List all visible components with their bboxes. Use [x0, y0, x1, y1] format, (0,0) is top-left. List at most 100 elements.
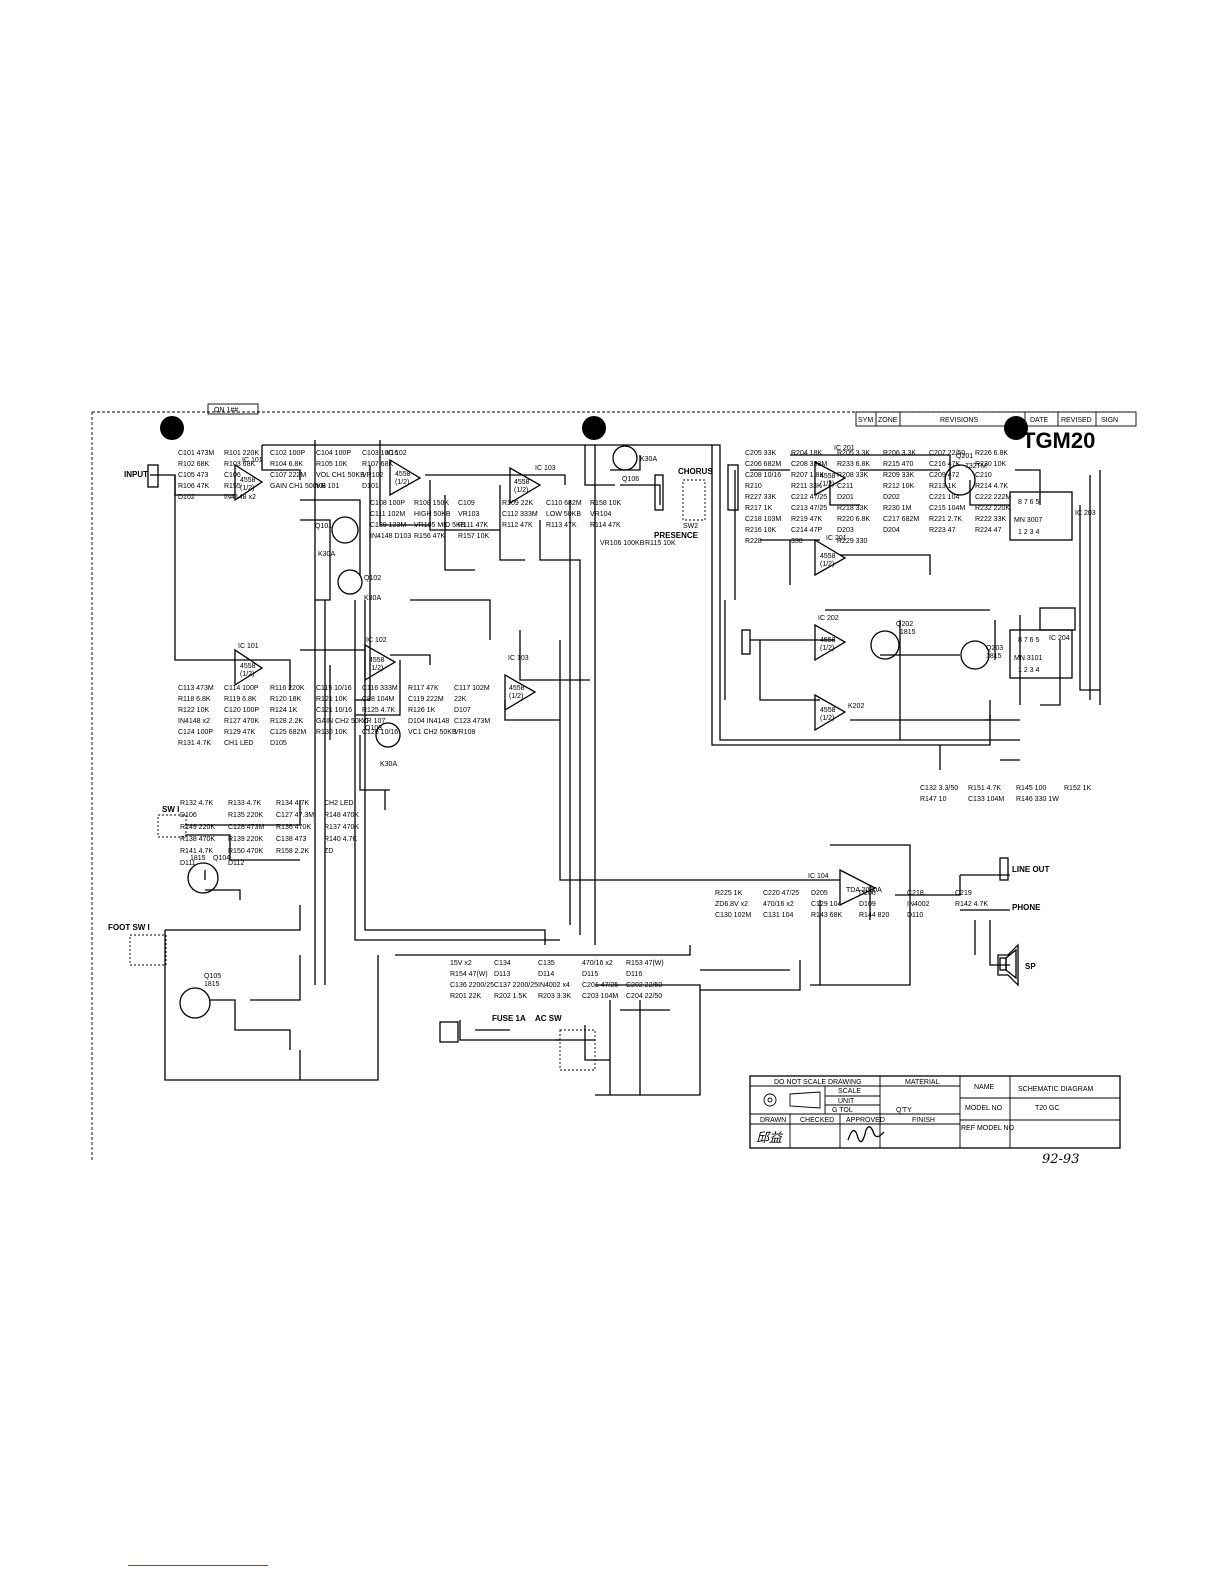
component-label: C104 100P: [316, 450, 351, 457]
transistor-ref: Q103: [365, 725, 382, 732]
component-label: R219 47K: [791, 516, 822, 523]
component-label: C203 104M: [582, 993, 618, 1000]
dip-pins-bottom: 1 2 3 4: [1018, 667, 1040, 674]
component-label: 15V x2: [450, 960, 472, 967]
component-label: C135: [538, 960, 555, 967]
component-label: C110 682M: [546, 500, 582, 507]
component-label: R151 4.7K: [968, 785, 1001, 792]
label-line-out: LINE OUT: [1012, 865, 1049, 874]
component-label: R135 220K: [228, 812, 263, 819]
component-label: C125 682M: [270, 729, 306, 736]
component-label: D204: [883, 527, 900, 534]
component-label: R233 6.8K: [837, 461, 870, 468]
component-label: R218 33K: [837, 505, 868, 512]
component-label: R222 33K: [975, 516, 1006, 523]
component-label: 22K: [454, 696, 467, 703]
component-label: IN4148 D103: [370, 533, 411, 540]
component-label: R213 1K: [929, 483, 957, 490]
component-label: R118 6.8K: [178, 696, 211, 703]
tb-drawn-by: 邱益: [756, 1131, 784, 1146]
component-label: VC1 CH2 50KB: [408, 729, 457, 736]
component-label: R204 18K: [791, 450, 822, 457]
component-label: D116: [626, 971, 642, 978]
component-label: R229 330: [837, 538, 867, 545]
ic-ref: IC 103: [535, 465, 556, 472]
ic-part: 4558: [395, 471, 411, 478]
component-label: R230 1M: [883, 505, 912, 512]
ic-part: 4558: [509, 685, 525, 692]
component-label: C119 222M: [408, 696, 444, 703]
component-label: R113 47K: [546, 522, 577, 529]
ic-part: 4558: [240, 663, 256, 670]
component-label: CH2 LED: [324, 800, 354, 807]
component-label: C217 682M: [883, 516, 919, 523]
component-label: C103 10/16: [362, 450, 398, 457]
svg-text:ON 1##: ON 1##: [214, 407, 238, 414]
component-label: R133 4.7K: [228, 800, 261, 807]
ic-half: (1/2): [820, 645, 834, 652]
label-phone: PHONE: [1012, 903, 1041, 912]
component-label: R116 220K: [270, 685, 305, 692]
dip-pins-top: 8 7 6 5: [1018, 637, 1040, 644]
component-label: ZD: [324, 848, 333, 855]
component-label: R145 100: [1016, 785, 1046, 792]
component-label: C121 10/16: [316, 707, 352, 714]
ic-ref: IC 201: [834, 445, 855, 452]
component-label: R223 47: [929, 527, 956, 534]
component-label: R124 1K: [270, 707, 298, 714]
component-label: R104 6.8K: [270, 461, 303, 468]
component-label: D106: [180, 812, 197, 819]
component-label: R136 470K: [276, 824, 311, 831]
component-label: R147 10: [920, 796, 947, 803]
component-label: D203: [837, 527, 854, 534]
component-label: VOL CH1 50KB: [316, 472, 365, 479]
component-label: C218: [907, 890, 924, 897]
power-amp-part: TDA 2050A: [846, 887, 882, 894]
transistor-ref: Q104: [213, 855, 230, 862]
component-label: R125 4.7K: [362, 707, 395, 714]
component-label: D112: [228, 860, 244, 867]
ic-half: (1/2): [820, 561, 834, 568]
component-label: R152 1K: [1064, 785, 1092, 792]
component-label: R132 4.7K: [180, 800, 213, 807]
component-label: GAIN CH2 50KC: [316, 718, 369, 725]
ic-half: (1/2): [514, 487, 528, 494]
component-label: C88 104M: [362, 696, 394, 703]
tb-tol: G TOL: [832, 1107, 853, 1114]
component-label: LOW 50KB: [546, 511, 581, 518]
ic-labels: IC 101 4558 (1/2) IC 101 4558 (1/2) IC 1…: [238, 445, 1096, 894]
component-label: D202: [883, 494, 900, 501]
rev-cell-revised: REVISED: [1061, 417, 1092, 424]
tb-ref-model: REF MODEL NO: [961, 1125, 1015, 1132]
component-label: D113: [494, 971, 510, 978]
component-label: VR103: [458, 511, 480, 518]
component-label: D109: [859, 901, 876, 908]
component-label: R154 47(W): [450, 971, 488, 978]
ic-ref: IC 201: [826, 535, 847, 542]
transistor-labels: K30A Q101 K30A Q102 K30A Q103 K30A Q106 …: [190, 453, 1003, 988]
component-label: R120 18K: [270, 696, 301, 703]
component-label: C222 222M: [975, 494, 1011, 501]
tb-scale: SCALE: [838, 1088, 861, 1095]
component-label: ZD6.8V x2: [715, 901, 748, 908]
revision-header-table: SYM ZONE REVISIONS DATE REVISED SIGN TGM…: [855, 411, 1137, 453]
component-label: C130 102M: [715, 912, 751, 919]
component-label: C128 473M: [228, 824, 264, 831]
ic-ref: IC 101: [242, 457, 263, 464]
label-sw2: SW2: [683, 523, 698, 530]
component-label: VR 107: [362, 718, 385, 725]
component-label: D206: [859, 890, 876, 897]
ic-part: 4558: [820, 707, 836, 714]
component-label: R226 6.8K: [975, 450, 1008, 457]
component-label: R111 47K: [458, 522, 488, 529]
tb-name-value: SCHEMATIC DIAGRAM: [1018, 1086, 1093, 1093]
component-label: R102 68K: [178, 461, 209, 468]
component-label: C127 47.3M: [276, 812, 314, 819]
component-label: R208 33K: [837, 472, 868, 479]
component-label: D102: [178, 494, 195, 501]
ic-part: 4558: [820, 473, 836, 480]
component-label: C101 473M: [178, 450, 214, 457]
component-label: C129 104: [811, 901, 841, 908]
component-label: R107 68K: [362, 461, 393, 468]
